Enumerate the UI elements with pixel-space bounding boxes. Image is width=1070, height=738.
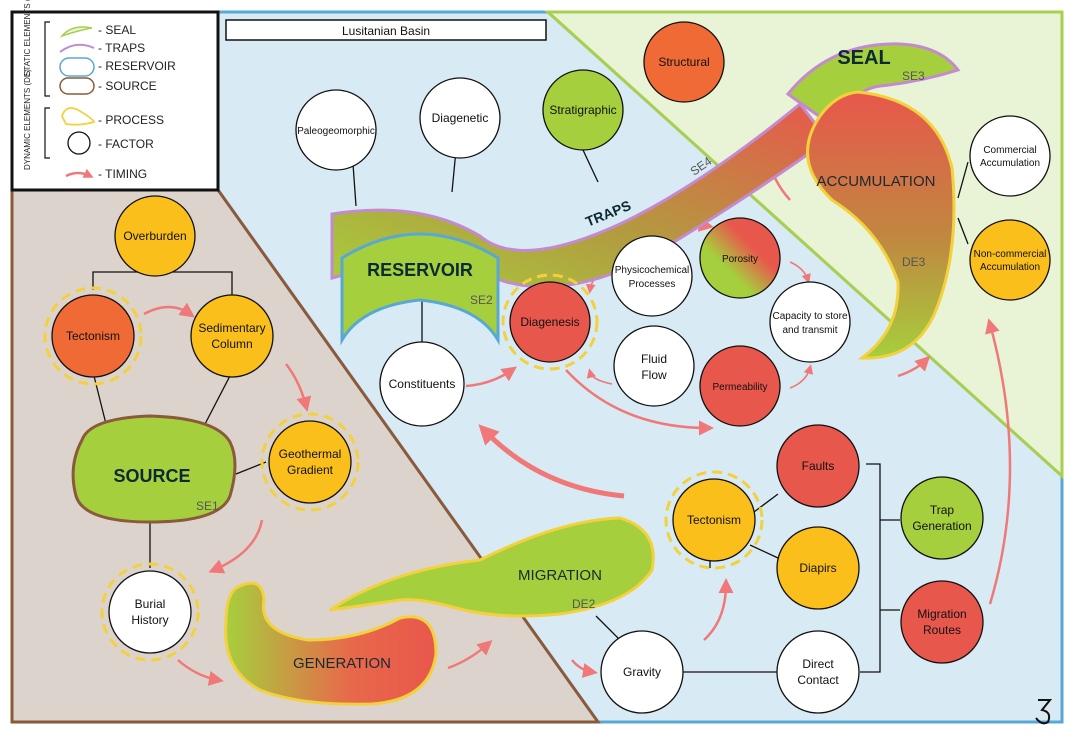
node-geothermal-gradient: Geothermal Gradient: [260, 412, 360, 512]
svg-text:Geothermal: Geothermal: [279, 447, 342, 461]
node-physicochemical-processes: Physicochemical Processes: [611, 235, 693, 317]
node-tectonism-right: Tectonism: [664, 470, 764, 570]
svg-text:Direct: Direct: [802, 657, 834, 671]
generation-process: GENERATION: [224, 581, 438, 706]
author-mark-icon: [1035, 699, 1053, 725]
svg-text:Processes: Processes: [629, 279, 676, 290]
timing-arrows: [143, 150, 1012, 686]
legend-source-label: - SOURCE: [98, 79, 157, 93]
svg-text:Permeability: Permeability: [712, 382, 767, 393]
legend-reservoir-icon: [59, 57, 95, 77]
source-code: SE1: [196, 499, 219, 513]
node-gravity: Gravity: [600, 630, 684, 714]
svg-text:Fluid: Fluid: [641, 352, 667, 366]
svg-text:Stratigraphic: Stratigraphic: [549, 103, 616, 117]
svg-text:Contact: Contact: [797, 673, 839, 687]
svg-text:Paleogeomorphic: Paleogeomorphic: [297, 126, 375, 137]
svg-text:Sedimentary: Sedimentary: [198, 321, 265, 335]
node-paleogeomorphic: Paleogeomorphic: [295, 89, 377, 171]
svg-text:Faults: Faults: [802, 459, 835, 473]
svg-text:Commercial: Commercial: [983, 145, 1036, 156]
node-noncommercial-accumulation: Non-commercial Accumulation: [969, 219, 1051, 301]
node-constituents: Constituents: [379, 341, 465, 427]
svg-text:Burial: Burial: [135, 597, 166, 611]
node-faults: Faults: [776, 424, 860, 508]
legend-timing-icon: [65, 168, 94, 178]
legend-dynamic-group: DYNAMIC ELEMENTS (DE): [23, 69, 32, 170]
accumulation-process: ACCUMULATION DE3: [806, 90, 956, 360]
svg-text:Routes: Routes: [923, 623, 961, 637]
legend-seal-icon: [59, 26, 93, 38]
svg-text:Migration: Migration: [917, 607, 966, 621]
legend-factor-label: - FACTOR: [98, 137, 154, 151]
accumulation-label: ACCUMULATION: [817, 173, 936, 190]
svg-text:Flow: Flow: [641, 368, 667, 382]
node-fluid-flow: Fluid Flow: [613, 325, 695, 407]
legend: STATIC ELEMENTS (SE) DYNAMIC ELEMENTS (D…: [10, 0, 220, 192]
legend-source-icon: [59, 77, 95, 95]
svg-text:Structural: Structural: [658, 55, 709, 69]
node-permeability: Permeability: [699, 345, 781, 427]
accumulation-code: DE3: [902, 255, 926, 269]
node-structural: Structural: [643, 21, 725, 103]
node-trap-generation: Trap Generation: [900, 476, 984, 560]
node-burial-history: Burial History: [100, 562, 200, 662]
node-diagenesis: Diagenesis: [501, 273, 599, 371]
svg-text:Diapirs: Diapirs: [799, 561, 836, 575]
seal-label: SEAL: [837, 47, 890, 69]
node-sedimentary-column: Sedimentary Column: [190, 294, 274, 378]
legend-process-label: - PROCESS: [98, 113, 164, 127]
svg-text:History: History: [131, 613, 168, 627]
legend-process-icon: [61, 107, 96, 126]
svg-text:Physicochemical: Physicochemical: [615, 265, 689, 276]
svg-text:Generation: Generation: [912, 519, 971, 533]
generation-label: GENERATION: [293, 655, 391, 672]
svg-text:Column: Column: [211, 337, 252, 351]
svg-text:Capacity to store: Capacity to store: [772, 311, 847, 322]
legend-factor-icon: [67, 131, 91, 155]
seal-code: SE3: [902, 69, 925, 83]
node-overburden: Overburden: [114, 195, 196, 277]
svg-text:Tectonism: Tectonism: [66, 329, 120, 343]
node-stratigraphic: Stratigraphic: [542, 69, 624, 151]
legend-timing-label: - TIMING: [98, 167, 147, 181]
svg-text:Accumulation: Accumulation: [980, 158, 1040, 169]
source-element: SOURCE SE1: [71, 414, 237, 524]
node-capacity: Capacity to store and transmit: [769, 281, 851, 363]
legend-static-group: STATIC ELEMENTS (SE): [23, 0, 32, 76]
node-migration-routes: Migration Routes: [900, 580, 984, 664]
migration-label: MIGRATION: [518, 567, 602, 584]
node-commercial-accumulation: Commercial Accumulation: [969, 115, 1051, 197]
svg-text:Porosity: Porosity: [722, 254, 758, 265]
svg-text:Non-commercial: Non-commercial: [974, 249, 1047, 260]
svg-text:Trap: Trap: [930, 503, 955, 517]
legend-traps-icon: [59, 43, 95, 53]
reservoir-code: SE2: [470, 293, 493, 307]
svg-text:Diagenesis: Diagenesis: [520, 315, 579, 329]
node-porosity: Porosity: [699, 217, 781, 299]
node-direct-contact: Direct Contact: [776, 630, 860, 714]
svg-text:Accumulation: Accumulation: [980, 262, 1040, 273]
legend-traps-label: - TRAPS: [98, 41, 145, 55]
page-title: Lusitanian Basin: [342, 24, 430, 38]
reservoir-element: RESERVOIR SE2: [340, 232, 500, 346]
svg-text:Gravity: Gravity: [623, 665, 661, 679]
svg-text:Constituents: Constituents: [389, 377, 456, 391]
title-box: Lusitanian Basin: [225, 19, 547, 41]
reservoir-label: RESERVOIR: [367, 260, 473, 280]
migration-code: DE2: [572, 597, 596, 611]
migration-process: MIGRATION DE2: [329, 516, 655, 618]
node-tectonism-left: Tectonism: [43, 286, 143, 386]
svg-text:and transmit: and transmit: [782, 325, 837, 336]
svg-text:Overburden: Overburden: [123, 229, 186, 243]
source-label: SOURCE: [113, 466, 190, 486]
legend-reservoir-label: - RESERVOIR: [98, 59, 176, 73]
node-diagenetic: Diagenetic: [419, 77, 501, 159]
svg-text:Diagenetic: Diagenetic: [432, 111, 489, 125]
legend-seal-label: - SEAL: [98, 23, 136, 37]
node-diapirs: Diapirs: [776, 526, 860, 610]
svg-text:Tectonism: Tectonism: [687, 513, 741, 527]
svg-text:Gradient: Gradient: [287, 463, 334, 477]
